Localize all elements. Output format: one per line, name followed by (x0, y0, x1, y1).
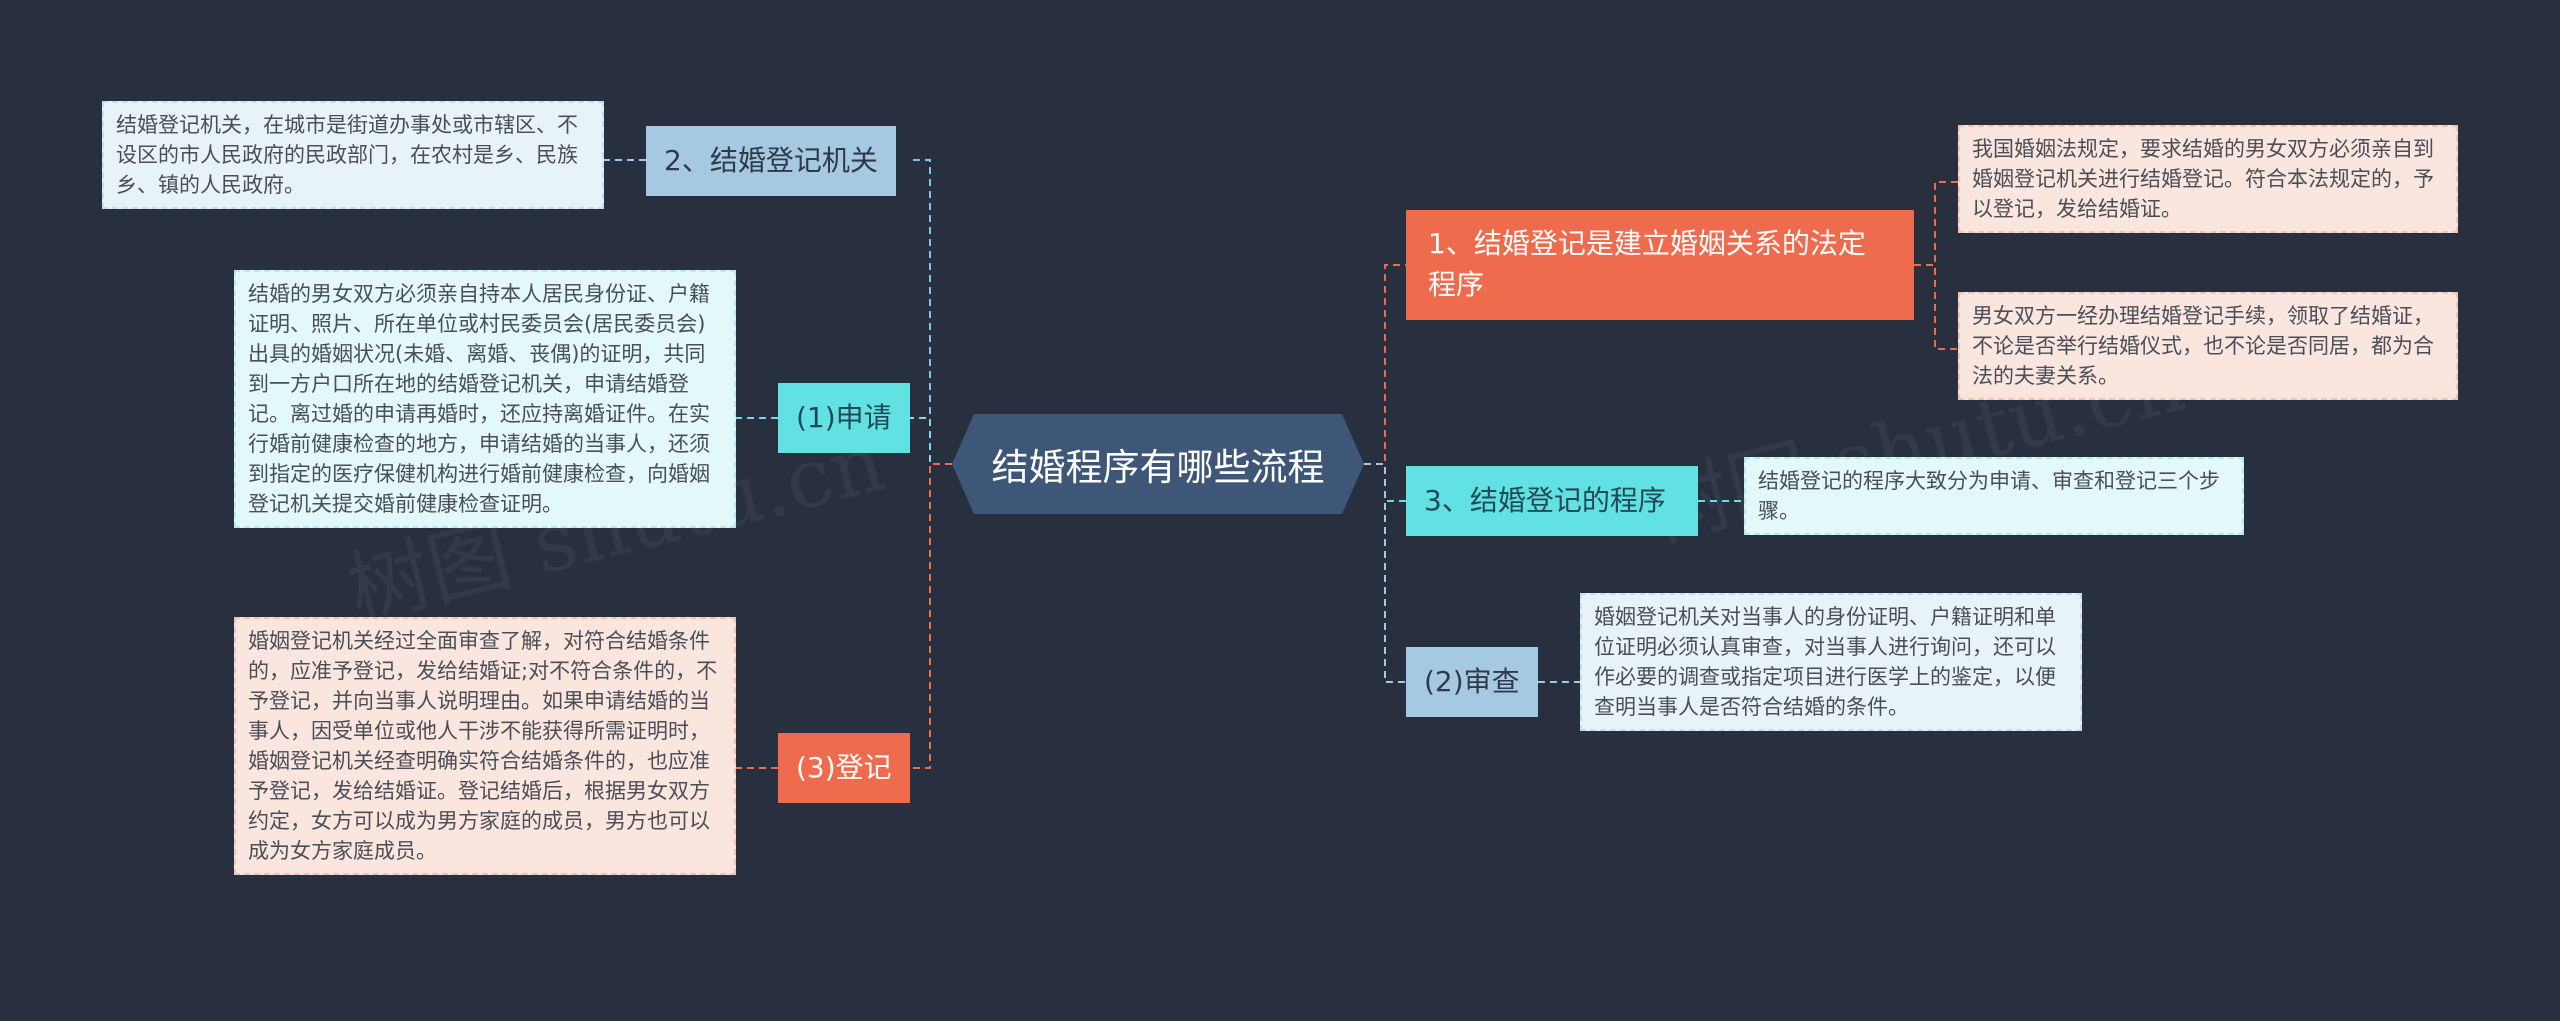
branch-register[interactable]: (3)登记 (778, 733, 910, 803)
leaf-legal-2-text: 男女双方一经办理结婚登记手续，领取了结婚证，不论是否举行结婚仪式，也不论是否同居… (1972, 304, 2434, 388)
leaf-legal-2[interactable]: 男女双方一经办理结婚登记手续，领取了结婚证，不论是否举行结婚仪式，也不论是否同居… (1958, 292, 2458, 400)
branch-apply-label: (1)申请 (796, 400, 892, 434)
leaf-legal-1-text: 我国婚姻法规定，要求结婚的男女双方必须亲自到婚姻登记机关进行结婚登记。符合本法规… (1972, 137, 2434, 221)
branch-review-label: (2)审查 (1424, 664, 1520, 698)
branch-procedure-label: 3、结婚登记的程序 (1424, 483, 1666, 517)
leaf-procedure[interactable]: 结婚登记的程序大致分为申请、审查和登记三个步骤。 (1744, 457, 2244, 535)
leaf-authority[interactable]: 结婚登记机关，在城市是街道办事处或市辖区、不设区的市人民政府的民政部门，在农村是… (102, 101, 604, 209)
connector-legal-leaf2 (1914, 264, 1958, 350)
connector-center-authority (910, 159, 952, 465)
central-topic-label: 结婚程序有哪些流程 (991, 446, 1325, 489)
connector-center-legal (1364, 264, 1406, 465)
leaf-apply[interactable]: 结婚的男女双方必须亲自持本人居民身份证、户籍证明、照片、所在单位或村民委员会(居… (234, 270, 736, 528)
leaf-register[interactable]: 婚姻登记机关经过全面审查了解，对符合结婚条件的，应准予登记，发给结婚证;对不符合… (234, 617, 736, 875)
connector-center-register (910, 463, 952, 769)
connector-center-review (1364, 463, 1406, 683)
leaf-review-text: 婚姻登记机关对当事人的身份证明、户籍证明和单位证明必须认真审查，对当事人进行询问… (1594, 605, 2056, 719)
branch-legal[interactable]: 1、结婚登记是建立婚姻关系的法定程序 (1406, 210, 1914, 320)
leaf-register-text: 婚姻登记机关经过全面审查了解，对符合结婚条件的，应准予登记，发给结婚证;对不符合… (248, 629, 718, 863)
branch-procedure[interactable]: 3、结婚登记的程序 (1406, 466, 1698, 536)
branch-review[interactable]: (2)审查 (1406, 647, 1538, 717)
central-topic[interactable]: 结婚程序有哪些流程 (952, 414, 1364, 514)
branch-apply[interactable]: (1)申请 (778, 383, 910, 453)
leaf-legal-1[interactable]: 我国婚姻法规定，要求结婚的男女双方必须亲自到婚姻登记机关进行结婚登记。符合本法规… (1958, 125, 2458, 233)
branch-authority[interactable]: 2、结婚登记机关 (646, 126, 896, 196)
branch-legal-label: 1、结婚登记是建立婚姻关系的法定程序 (1428, 227, 1866, 301)
leaf-authority-text: 结婚登记机关，在城市是街道办事处或市辖区、不设区的市人民政府的民政部门，在农村是… (116, 113, 578, 197)
branch-authority-label: 2、结婚登记机关 (664, 143, 878, 177)
branch-register-label: (3)登记 (796, 750, 892, 784)
leaf-apply-text: 结婚的男女双方必须亲自持本人居民身份证、户籍证明、照片、所在单位或村民委员会(居… (248, 282, 710, 516)
leaf-review[interactable]: 婚姻登记机关对当事人的身份证明、户籍证明和单位证明必须认真审查，对当事人进行询问… (1580, 593, 2082, 731)
connector-legal-leaf1 (1914, 181, 1958, 266)
connector-center-apply (910, 417, 952, 465)
leaf-procedure-text: 结婚登记的程序大致分为申请、审查和登记三个步骤。 (1758, 469, 2220, 523)
